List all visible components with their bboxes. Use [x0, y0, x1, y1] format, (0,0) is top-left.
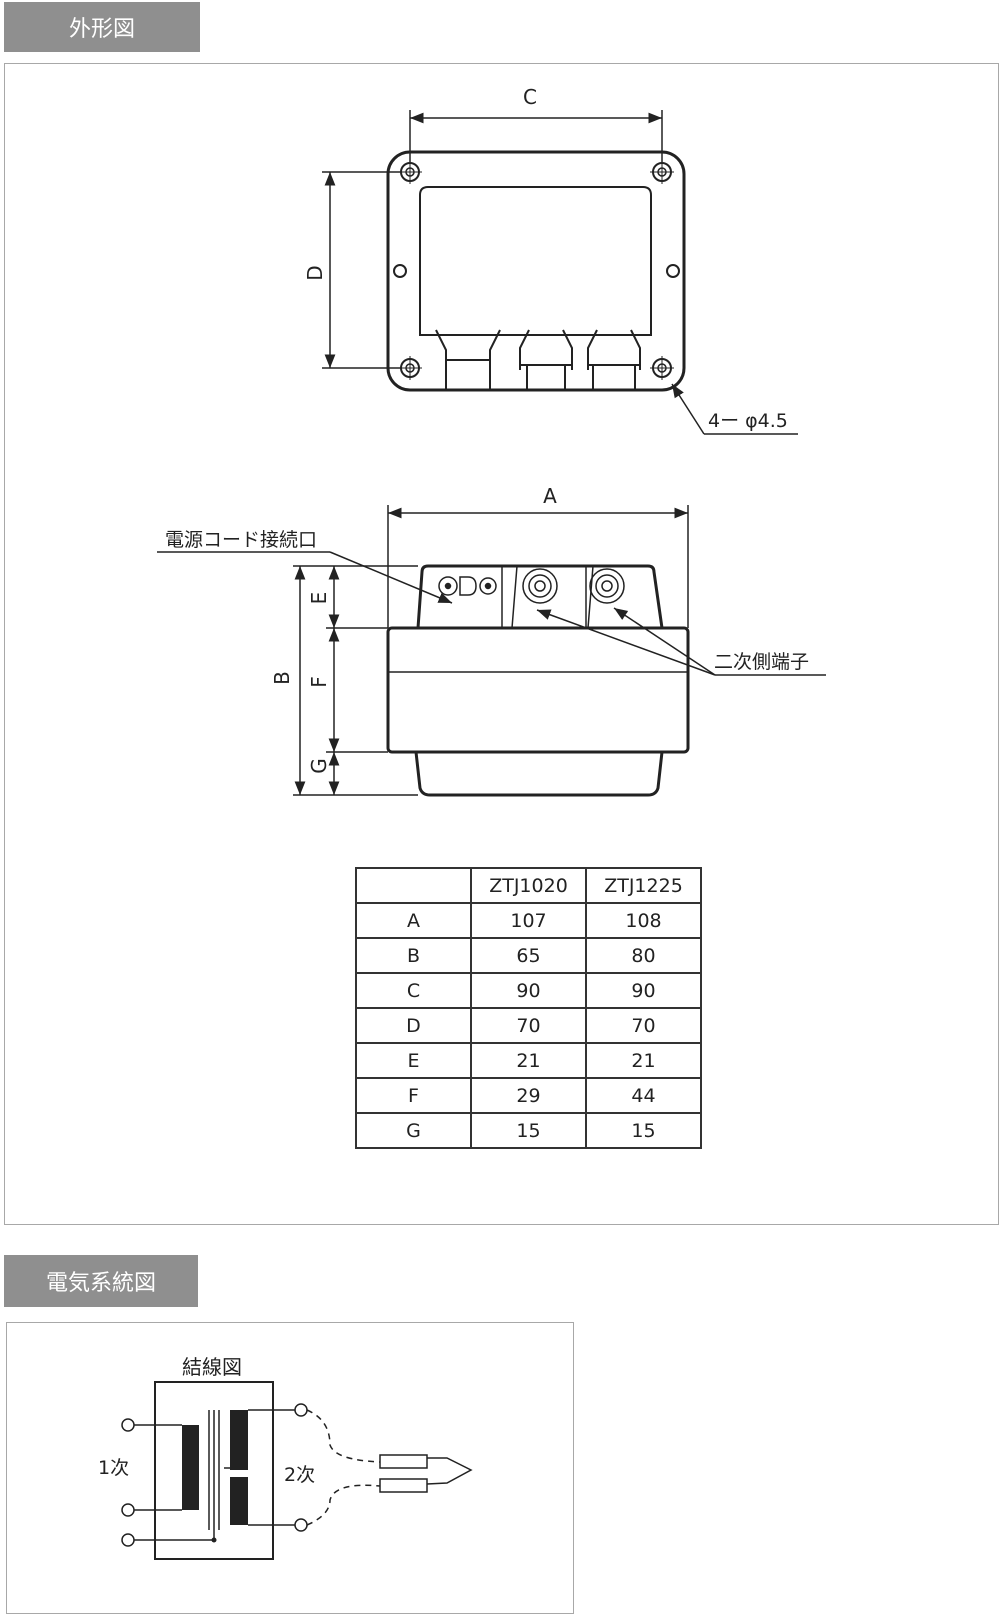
secondary-terminal-1: [294, 1403, 308, 1417]
table-cell: C: [355, 972, 472, 1009]
front-view: [386, 564, 690, 797]
lower-housing: [414, 751, 664, 797]
table-header-cell: [355, 867, 472, 904]
table-cell: 70: [585, 1007, 702, 1044]
table-cell: E: [355, 1042, 472, 1079]
dimension-d-label: D: [303, 265, 327, 280]
mounting-plate: [386, 150, 686, 392]
dimension-c: [409, 110, 663, 162]
wiring-diagram: 結線図 1次 2次: [98, 1355, 473, 1560]
electrical-section-tab: 電気系統図: [4, 1255, 198, 1307]
table-cell: F: [355, 1077, 472, 1114]
vertical-dimensions: [293, 565, 418, 796]
dimensions-table: ZTJ1020 ZTJ1225 A 107 108 B 65 80 C 90 9…: [355, 867, 702, 1149]
inner-window: [419, 186, 652, 336]
outline-drawing: C D 4ー φ4.5 A: [157, 85, 826, 797]
transformer-box: [154, 1381, 274, 1560]
secondary-coil-lower: [230, 1477, 248, 1525]
primary-terminal-1: [121, 1418, 135, 1432]
primary-terminal-3: [121, 1533, 135, 1547]
wiring-title: 結線図: [182, 1355, 242, 1379]
table-row: E 21 21: [355, 1042, 702, 1079]
hole-spec-leader: [671, 383, 798, 435]
table-row: F 29 44: [355, 1077, 702, 1114]
electrical-panel: [6, 1322, 574, 1614]
table-cell: D: [355, 1007, 472, 1044]
dimension-e-label: E: [307, 592, 331, 605]
table-cell: 70: [470, 1007, 587, 1044]
table-cell: 90: [470, 972, 587, 1009]
dimension-g-label: G: [307, 758, 331, 774]
primary-terminal-2: [121, 1503, 135, 1517]
table-cell: G: [355, 1112, 472, 1149]
dimension-f-label: F: [307, 676, 331, 688]
secondary-label: 2次: [284, 1464, 315, 1486]
table-header-cell: ZTJ1225: [585, 867, 702, 904]
output-electrode-2: [379, 1478, 428, 1493]
top-view: [386, 150, 686, 392]
upper-housing: [416, 564, 664, 629]
table-cell: 108: [585, 902, 702, 939]
secondary-terminal-leader: [536, 607, 826, 676]
terminal-housings: [435, 329, 641, 390]
dimension-b-label: B: [270, 671, 294, 685]
side-hole-left: [393, 264, 407, 278]
secondary-terminal-label: 二次側端子: [714, 651, 809, 673]
electrical-section-title: 電気系統図: [45, 1271, 156, 1296]
outline-section-title: 外形図: [68, 17, 135, 42]
table-cell: 29: [470, 1077, 587, 1114]
table-cell: 44: [585, 1077, 702, 1114]
table-row: B 65 80: [355, 937, 702, 974]
side-hole-right: [666, 264, 680, 278]
table-header-row: ZTJ1020 ZTJ1225: [355, 867, 702, 904]
table-cell: 21: [470, 1042, 587, 1079]
primary-label: 1次: [98, 1457, 129, 1479]
hole-spec-label: 4ー φ4.5: [708, 410, 788, 432]
table-cell: 90: [585, 972, 702, 1009]
secondary-terminal-2: [294, 1518, 308, 1532]
dimension-c-label: C: [523, 85, 537, 109]
secondary-coil-upper: [230, 1410, 248, 1470]
core-block: [386, 626, 690, 754]
table-cell: 80: [585, 937, 702, 974]
table-cell: B: [355, 937, 472, 974]
table-row: A 107 108: [355, 902, 702, 939]
table-row: G 15 15: [355, 1112, 702, 1149]
corner-hole-br: [650, 356, 674, 380]
outline-section-tab: 外形図: [4, 2, 200, 52]
corner-hole-tr: [650, 160, 674, 184]
table-cell: A: [355, 902, 472, 939]
table-cell: 15: [470, 1112, 587, 1149]
output-electrode-1: [379, 1454, 428, 1469]
table-row: D 70 70: [355, 1007, 702, 1044]
table-row: C 90 90: [355, 972, 702, 1009]
primary-coil: [182, 1425, 199, 1510]
dimension-a-label: A: [543, 484, 557, 508]
table-cell: 15: [585, 1112, 702, 1149]
table-cell: 21: [585, 1042, 702, 1079]
table-cell: 65: [470, 937, 587, 974]
table-cell: 107: [470, 902, 587, 939]
dimension-d: [322, 171, 402, 369]
power-cord-leader: [157, 551, 453, 604]
power-cord-inlet-label: 電源コード接続口: [165, 529, 317, 551]
table-header-cell: ZTJ1020: [470, 867, 587, 904]
